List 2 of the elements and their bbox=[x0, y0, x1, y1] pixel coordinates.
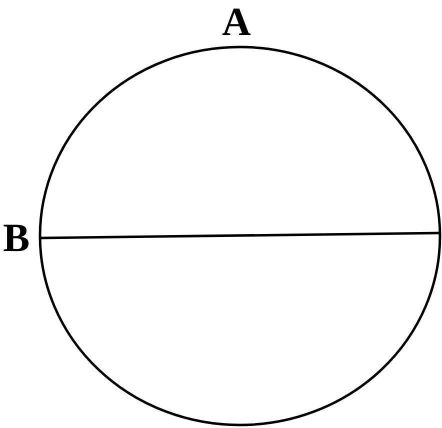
point-label: A bbox=[222, 2, 251, 42]
point-label: B bbox=[3, 218, 30, 258]
